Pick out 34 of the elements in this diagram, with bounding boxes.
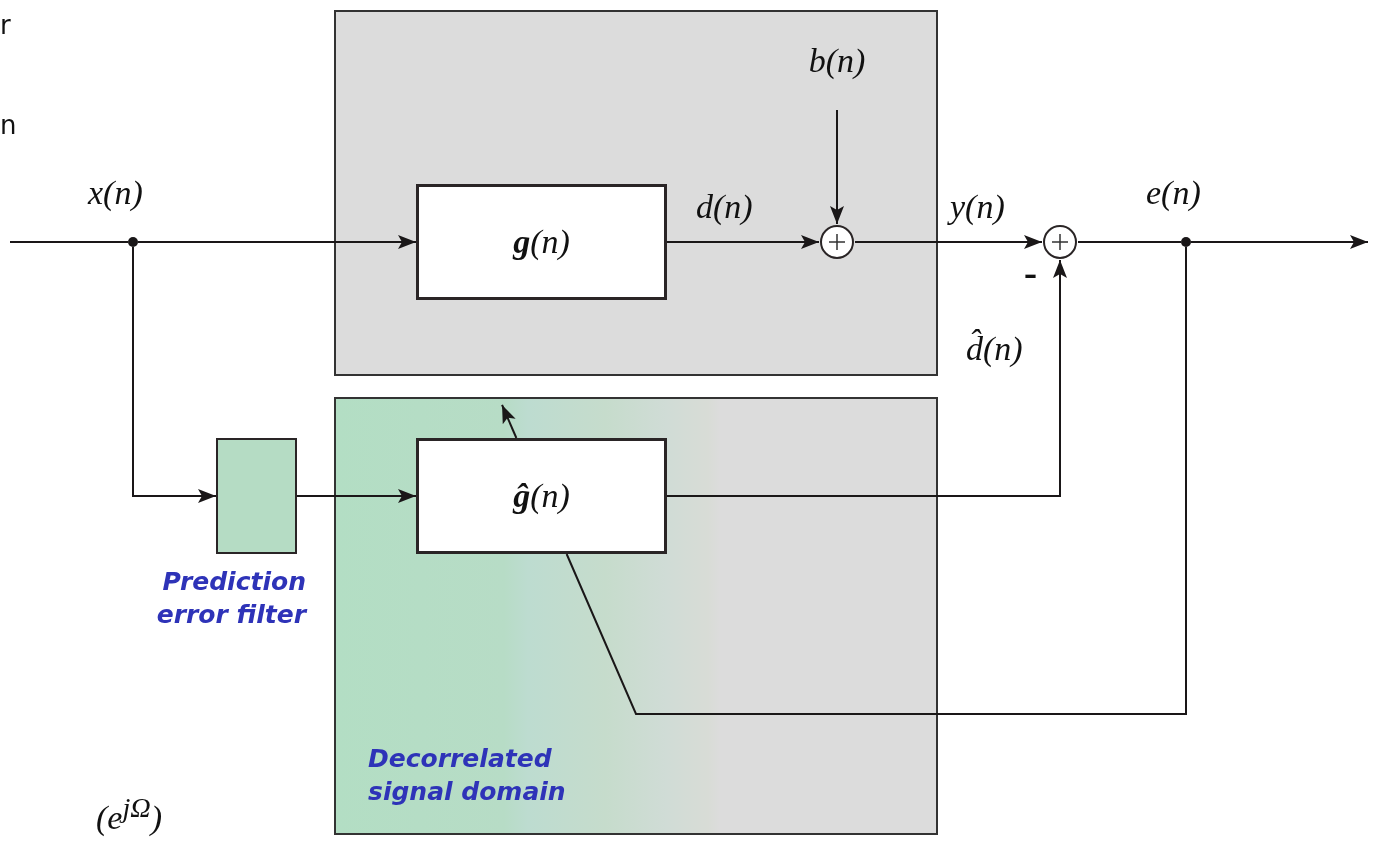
summing-junction: [1043, 225, 1077, 259]
filter-block: [216, 438, 297, 554]
signal-line: [565, 246, 1187, 715]
signal-line: [501, 403, 518, 439]
formula-fragment: (e$^{jΩ}$): [96, 792, 163, 838]
signal-line: [137, 235, 417, 249]
edge-label: d(n): [696, 188, 753, 226]
signal-line: [132, 246, 217, 503]
signal-line: [666, 235, 820, 249]
signal-line: [1190, 235, 1369, 249]
signal-line: [1077, 241, 1182, 243]
signal-label: b(n): [808, 42, 866, 80]
transfer-function: ĝ(n): [513, 477, 570, 515]
system-block: [334, 10, 938, 376]
signal-line: [854, 235, 1043, 249]
signal-line: [666, 259, 1067, 497]
filter-block: [416, 438, 667, 554]
filter-block: [416, 184, 667, 300]
region-caption: Decorrelated signal domain: [368, 743, 567, 808]
signal-label: e(n): [1146, 174, 1201, 212]
edge-label: d̂(n): [966, 330, 1023, 368]
summing-junction: [820, 225, 854, 259]
block-caption: Prediction error filter: [155, 566, 306, 631]
signal-label: x(n): [88, 174, 143, 212]
junction-dot: [1181, 237, 1191, 247]
junction-dot: [128, 237, 138, 247]
transfer-function: g(n): [513, 223, 570, 261]
minus-sign: –: [1024, 260, 1037, 290]
signal-line: [830, 109, 844, 225]
domain-region: [334, 397, 938, 835]
text-fragment: n: [0, 110, 17, 140]
signal-line: [296, 489, 417, 503]
signal-line: [9, 241, 129, 243]
text-fragment: r: [0, 10, 11, 40]
